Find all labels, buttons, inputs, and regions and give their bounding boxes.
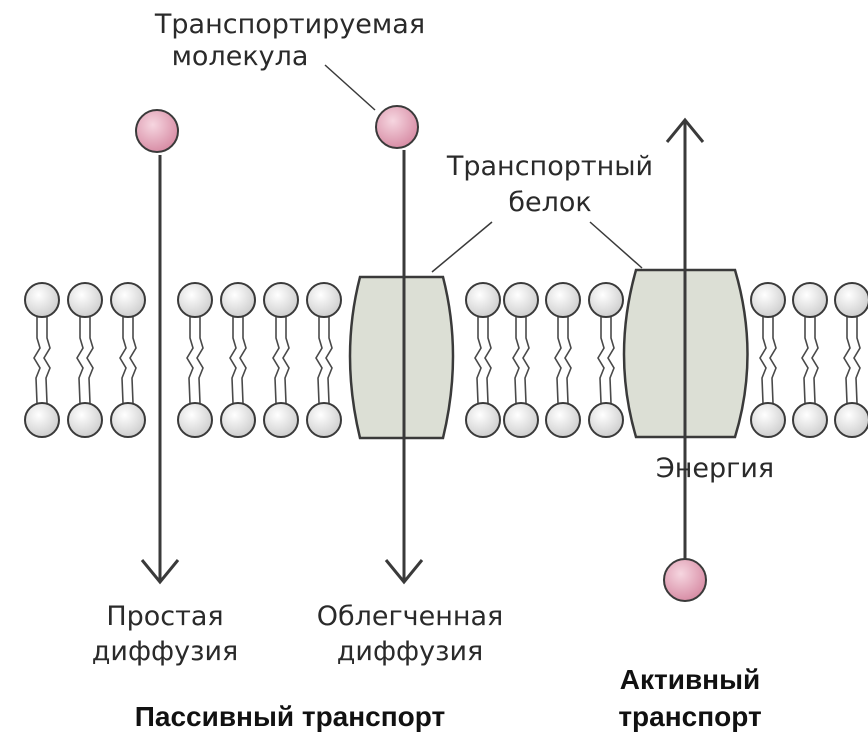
lipid-head-outer [466, 283, 500, 317]
lipid-head-inner [178, 403, 212, 437]
lipid-head-inner [835, 403, 868, 437]
label-facilitated-diffusion-line1: Облегченная [290, 600, 530, 633]
label-active-transport-line1: Активный [590, 663, 790, 697]
lipid-head-outer [589, 283, 623, 317]
transport-protein-channel [350, 277, 453, 438]
lipid-tail [230, 317, 236, 403]
lipid-tail [87, 317, 93, 403]
label-energy: Энергия [635, 452, 795, 485]
lipid-tail [77, 317, 83, 403]
label-passive-transport: Пассивный транспорт [70, 700, 510, 734]
lipid-head-inner [307, 403, 341, 437]
lipid-tail [555, 317, 561, 403]
lipid-head-inner [111, 403, 145, 437]
lipid-tail [316, 317, 322, 403]
lipid-tail [812, 317, 818, 403]
lipid-head-inner [264, 403, 298, 437]
molecule-simple-diffusion [136, 110, 178, 152]
lipid-head-outer [835, 283, 868, 317]
lipid-tail [34, 317, 40, 403]
lipid-tail [844, 317, 850, 403]
molecule-active-transport [664, 559, 706, 601]
lipid-tail [523, 317, 529, 403]
lipid-tail [475, 317, 481, 403]
lipid-tail [120, 317, 126, 403]
lipid-tail [854, 317, 860, 403]
lipid-head-outer [504, 283, 538, 317]
lipid-head-outer [25, 283, 59, 317]
label-transported-molecule-line2: молекула [140, 40, 340, 73]
lipid-tail [197, 317, 203, 403]
label-transport-protein-line1: Транспортный [420, 150, 680, 183]
lipid-head-outer [68, 283, 102, 317]
lipid-tail [513, 317, 519, 403]
lipid-head-inner [751, 403, 785, 437]
lipid-head-inner [546, 403, 580, 437]
label-facilitated-diffusion-line2: диффузия [310, 635, 510, 668]
lipid-tail [283, 317, 289, 403]
simple-diffusion-arrow [142, 155, 178, 582]
lipid-tail [770, 317, 776, 403]
lipid-head-outer [111, 283, 145, 317]
lipid-tail [44, 317, 50, 403]
label-transported-molecule-line1: Транспортируемая [125, 8, 455, 41]
protein-leader-line-right [590, 222, 642, 268]
lipid-head-outer [264, 283, 298, 317]
label-simple-diffusion-line1: Простая [75, 600, 255, 633]
lipid-tail [240, 317, 246, 403]
lipid-tail [273, 317, 279, 403]
lipid-head-outer [221, 283, 255, 317]
lipid-tail [326, 317, 332, 403]
lipid-head-inner [793, 403, 827, 437]
lipid-head-inner [68, 403, 102, 437]
lipid-tail [598, 317, 604, 403]
lipid-tail [485, 317, 491, 403]
lipid-head-outer [546, 283, 580, 317]
lipid-tail [802, 317, 808, 403]
lipid-head-outer [793, 283, 827, 317]
lipid-head-outer [307, 283, 341, 317]
lipid-head-inner [589, 403, 623, 437]
label-active-transport-line2: транспорт [590, 700, 790, 734]
label-simple-diffusion-line2: диффузия [75, 635, 255, 668]
lipid-tail [760, 317, 766, 403]
lipid-head-outer [178, 283, 212, 317]
lipid-head-outer [751, 283, 785, 317]
lipid-head-inner [221, 403, 255, 437]
lipid-tail [608, 317, 614, 403]
molecule-facilitated-diffusion [376, 106, 418, 148]
label-transport-protein-line2: белок [470, 186, 630, 219]
protein-leader-line-left [432, 222, 492, 272]
lipid-head-inner [504, 403, 538, 437]
lipid-tail [187, 317, 193, 403]
lipid-tail [565, 317, 571, 403]
lipid-head-inner [25, 403, 59, 437]
lipid-tail [130, 317, 136, 403]
lipid-head-inner [466, 403, 500, 437]
